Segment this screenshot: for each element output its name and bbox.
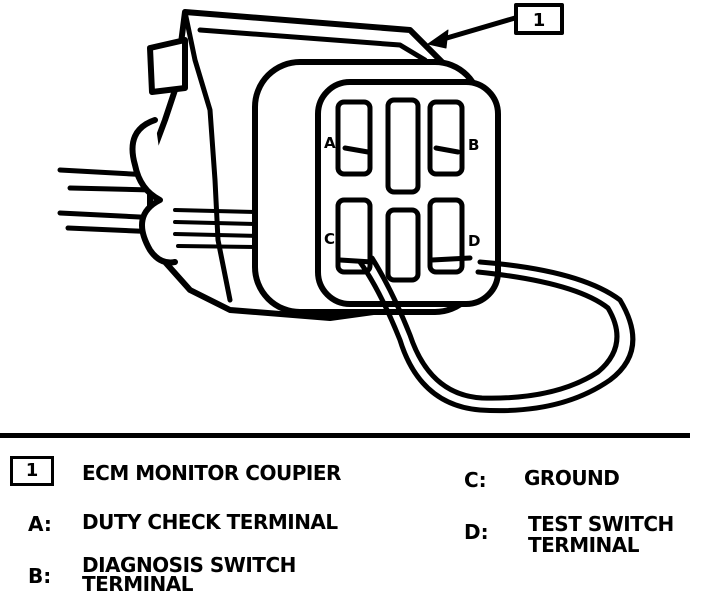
- legend-text-d2: TERMINAL: [528, 533, 640, 557]
- terminal-cavities: [335, 97, 465, 283]
- legend-key-d: D:: [464, 520, 489, 544]
- connector-diagram: 1 A B C D: [57, 3, 636, 414]
- legend-key-c: C:: [464, 468, 487, 492]
- jumper-wire: [337, 255, 636, 414]
- legend-text-b1: DIAGNOSIS SWITCH: [82, 553, 296, 577]
- legend-key-a: A:: [28, 512, 52, 536]
- callout-number: 1: [533, 10, 546, 31]
- legend-text-d1: TEST SWITCH: [528, 512, 674, 536]
- callout-arrowhead: [427, 29, 449, 49]
- legend-text-c: GROUND: [524, 466, 620, 490]
- boot-top-edge: [197, 27, 428, 63]
- terminal-label-a: A: [324, 134, 336, 152]
- legend-key-b: B:: [28, 564, 52, 588]
- callout-leader: [437, 15, 518, 43]
- legend-text-a: DUTY CHECK TERMINAL: [82, 510, 338, 534]
- boot-bulge: [129, 117, 178, 266]
- latch-tab: [147, 37, 188, 95]
- callout-box: [514, 3, 564, 35]
- legend-key-1: 1: [25, 460, 39, 481]
- boot-ribs: [173, 208, 262, 249]
- legend-key-box: 1: [10, 456, 54, 486]
- legend-text-1: ECM MONITOR COUPIER: [82, 461, 341, 485]
- terminal-label-d: D: [468, 232, 480, 250]
- legend-text-b2: TERMINAL: [82, 572, 194, 596]
- terminal-label-b: B: [468, 136, 479, 154]
- boot-seam: [182, 9, 233, 303]
- terminal-label-c: C: [324, 230, 335, 248]
- legend-divider: [0, 433, 690, 438]
